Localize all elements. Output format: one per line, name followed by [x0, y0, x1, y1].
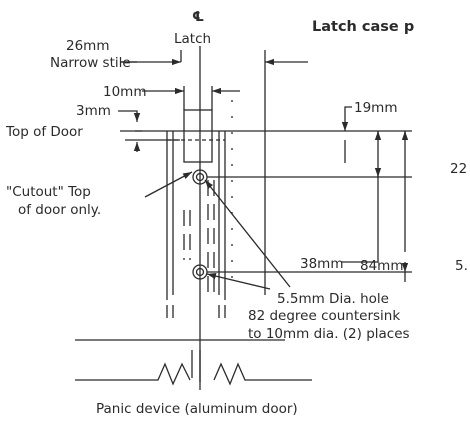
dim-38mm: 38mm	[300, 256, 343, 272]
cutout-label-line2: of door only.	[18, 202, 101, 218]
centerline-symbol: ℄	[192, 9, 204, 25]
screw-hole-top-inner	[195, 172, 205, 182]
cutout-outline	[166, 131, 226, 300]
panic-device-bar	[75, 339, 312, 386]
dim-5: 5.	[455, 258, 468, 274]
lower-stile-right	[218, 305, 226, 318]
panic-device-stile	[191, 350, 201, 390]
cutout-label-line1: "Cutout" Top	[6, 184, 91, 200]
hole-label-line1: 5.5mm Dia. hole	[277, 291, 389, 307]
inner-dashed-right	[207, 180, 215, 300]
narrow-stile-dim: 26mm	[66, 38, 109, 54]
dim-10mm: 10mm	[103, 84, 146, 100]
hole-label-line3: to 10mm dia. (2) places	[248, 326, 410, 342]
diagram-title: Latch case p	[312, 19, 414, 35]
caption: Panic device (aluminum door)	[96, 401, 298, 417]
screw-hole-bottom-inner	[195, 267, 205, 277]
latch-tongue	[183, 109, 213, 163]
narrow-stile-label: Narrow stile	[50, 55, 131, 71]
dim-22: 22	[450, 161, 467, 177]
inner-dashed-left	[183, 210, 191, 260]
centerline-label: Latch	[174, 31, 211, 47]
lower-stile-left	[166, 305, 174, 318]
dim-84mm: 84mm	[360, 258, 403, 274]
top-of-door-label: Top of Door	[5, 124, 83, 140]
dim-3mm: 3mm	[76, 103, 111, 119]
dim-19mm: 19mm	[354, 100, 397, 116]
hole-label-line2: 82 degree countersink	[248, 308, 400, 324]
